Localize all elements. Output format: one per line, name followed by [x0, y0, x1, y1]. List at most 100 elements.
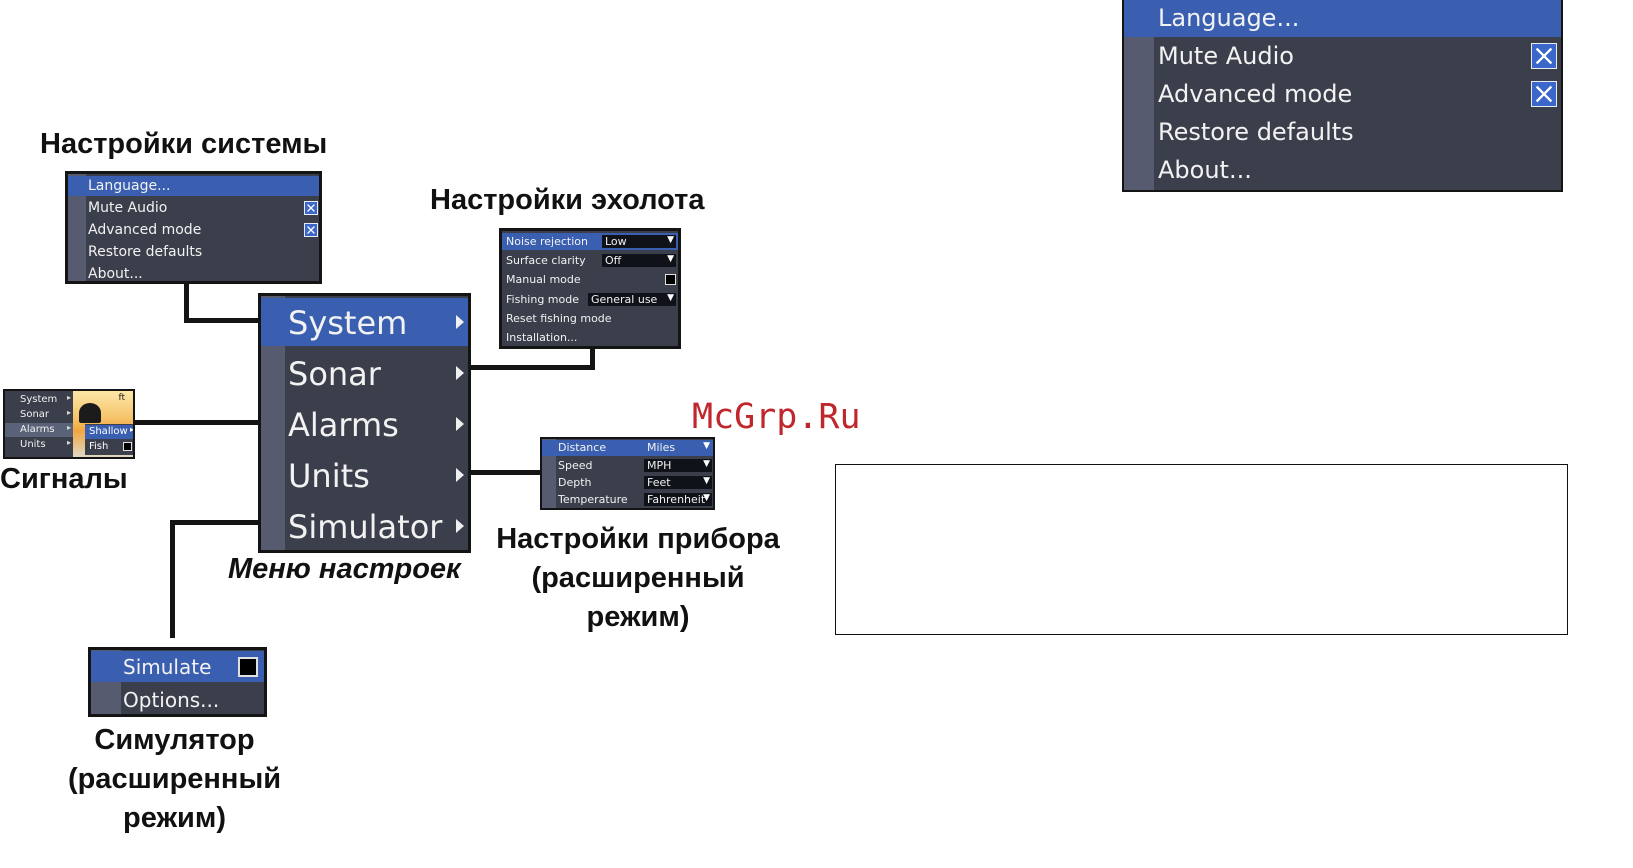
units-item-distance[interactable]: Distance Miles ▼: [542, 440, 713, 456]
caption-sim-line1: Симулятор: [94, 724, 255, 756]
menu-item-about[interactable]: About...: [1124, 152, 1561, 189]
menu-item-label: Simulator: [288, 508, 443, 546]
connector-alarms: [133, 420, 262, 425]
dropdown-value: Fahrenheit: [647, 493, 706, 506]
menu-item-label: System: [20, 394, 58, 405]
caption-units-line3: режим): [586, 601, 690, 633]
checkbox-checked-icon[interactable]: [1531, 43, 1557, 69]
dropdown-arrow-icon: ▼: [667, 235, 674, 245]
menu-item-label: Depth: [558, 476, 592, 489]
unit-label: ft: [118, 393, 125, 403]
submenu-item-fish[interactable]: Fish: [85, 440, 133, 454]
surface-clarity-dropdown[interactable]: Off ▼: [602, 254, 676, 267]
mini-item-system[interactable]: System ▸: [5, 393, 73, 407]
settings-main-menu: System Sonar Alarms Units Simulator: [258, 293, 471, 553]
mini-item-sonar[interactable]: Sonar ▸: [5, 408, 73, 422]
menu-item-label: Surface clarity: [506, 254, 586, 267]
sim-item-options[interactable]: Options...: [91, 684, 264, 714]
checkbox-unchecked-icon[interactable]: [238, 657, 258, 677]
menu-item-label: Sonar: [288, 355, 381, 393]
units-settings-menu: Distance Miles ▼ Speed MPH ▼ Depth Feet …: [540, 437, 715, 510]
main-menu-item-simulator[interactable]: Simulator: [261, 502, 468, 550]
sonar-item-installation[interactable]: Installation...: [502, 329, 678, 346]
chevron-right-icon: ▸: [67, 393, 72, 402]
menu-item-label: Alarms: [20, 424, 55, 435]
units-item-temperature[interactable]: Temperature Fahrenheit ▼: [542, 491, 713, 507]
dropdown-arrow-icon: ▼: [703, 493, 710, 503]
menu-item-label: Units: [20, 439, 46, 450]
menu-item-label: Manual mode: [506, 273, 581, 286]
dropdown-value: Feet: [647, 476, 671, 489]
caption-sim-line3: режим): [123, 802, 226, 834]
menu-item-language[interactable]: Language...: [68, 176, 319, 196]
sonar-item-fishing-mode[interactable]: Fishing mode General use ▼: [502, 290, 678, 308]
chevron-right-icon: [456, 315, 464, 329]
caption-sonar-settings: Настройки эхолота: [430, 184, 705, 216]
dropdown-arrow-icon: ▼: [703, 459, 710, 469]
caption-units-settings: Настройки прибора (расширенный режим): [482, 520, 794, 637]
depth-dropdown[interactable]: Feet ▼: [644, 476, 712, 489]
menu-item-label: Sonar: [20, 409, 50, 420]
menu-item-label: Advanced mode: [88, 222, 202, 238]
menu-item-label: Temperature: [558, 493, 628, 506]
dropdown-arrow-icon: ▼: [703, 476, 710, 486]
menu-item-label: Advanced mode: [1158, 80, 1353, 108]
fishing-mode-dropdown[interactable]: General use ▼: [588, 293, 676, 306]
menu-item-restore-defaults[interactable]: Restore defaults: [68, 242, 319, 262]
checkbox-checked-icon[interactable]: [1531, 81, 1557, 107]
dropdown-arrow-icon: ▼: [703, 441, 710, 451]
main-menu-item-sonar[interactable]: Sonar: [261, 349, 468, 397]
sim-item-simulate[interactable]: Simulate: [91, 651, 264, 682]
menu-item-label: Fishing mode: [506, 293, 579, 306]
menu-item-label: Restore defaults: [88, 244, 203, 260]
sonar-item-manual-mode[interactable]: Manual mode: [502, 271, 678, 288]
menu-item-label: Simulate: [123, 655, 212, 679]
checkbox-checked-icon[interactable]: [304, 201, 318, 215]
dropdown-arrow-icon: ▼: [667, 254, 674, 264]
menu-item-advanced-mode[interactable]: Advanced mode: [68, 220, 319, 240]
caption-sim-line2: (расширенный: [67, 763, 282, 795]
menu-item-advanced-mode[interactable]: Advanced mode: [1124, 76, 1561, 113]
chevron-right-icon: ▸: [67, 408, 72, 417]
menu-item-label: About...: [1158, 156, 1252, 184]
main-menu-item-system[interactable]: System: [261, 298, 468, 346]
sonar-settings-menu: Noise rejection Low ▼ Surface clarity Of…: [499, 228, 681, 349]
menu-item-label: Shallow: [89, 426, 128, 437]
menu-item-restore-defaults[interactable]: Restore defaults: [1124, 114, 1561, 151]
alarms-submenu: Shallow ▸ Fish: [85, 424, 133, 455]
connector-units: [445, 470, 543, 475]
checkbox-unchecked-icon[interactable]: [123, 442, 132, 451]
checkbox-checked-icon[interactable]: [304, 223, 318, 237]
dropdown-value: Off: [605, 254, 622, 267]
speed-dropdown[interactable]: MPH ▼: [644, 459, 712, 472]
caption-alarms: Сигналы: [0, 463, 128, 495]
checkbox-unchecked-icon[interactable]: [665, 274, 676, 285]
main-menu-item-units[interactable]: Units: [261, 451, 468, 499]
menu-item-label: Reset fishing mode: [506, 312, 612, 325]
units-item-depth[interactable]: Depth Feet ▼: [542, 474, 713, 490]
submenu-item-shallow[interactable]: Shallow ▸: [85, 425, 133, 439]
temperature-dropdown[interactable]: Fahrenheit ▼: [644, 493, 712, 506]
menu-item-about[interactable]: About...: [68, 264, 319, 282]
alarms-mini-screen: ft System ▸ Sonar ▸ Alarms ▸ Units ▸ Sha…: [3, 389, 135, 459]
connector-simulator: [170, 520, 262, 525]
distance-dropdown[interactable]: Miles ▼: [644, 441, 712, 454]
sonar-item-surface-clarity[interactable]: Surface clarity Off ▼: [502, 252, 678, 269]
system-settings-menu-large: Language... Mute Audio Advanced mode Res…: [1122, 0, 1563, 192]
empty-frame: [835, 464, 1568, 635]
menu-item-mute-audio[interactable]: Mute Audio: [1124, 38, 1561, 75]
sonar-item-reset-fishing-mode[interactable]: Reset fishing mode: [502, 310, 678, 327]
menu-item-label: Speed: [558, 459, 593, 472]
caption-settings-menu: Меню настроек: [228, 553, 461, 585]
noise-rejection-dropdown[interactable]: Low ▼: [602, 235, 676, 248]
menu-item-label: About...: [88, 266, 143, 282]
mini-item-alarms[interactable]: Alarms ▸: [5, 423, 73, 437]
menu-item-label: Distance: [558, 441, 607, 454]
sonar-item-noise-rejection[interactable]: Noise rejection Low ▼: [502, 233, 678, 250]
mini-item-units[interactable]: Units ▸: [5, 438, 73, 452]
main-menu-item-alarms[interactable]: Alarms: [261, 400, 468, 448]
menu-item-label: Mute Audio: [1158, 42, 1294, 70]
menu-item-language[interactable]: Language...: [1124, 0, 1561, 37]
menu-item-mute-audio[interactable]: Mute Audio: [68, 198, 319, 218]
units-item-speed[interactable]: Speed MPH ▼: [542, 457, 713, 473]
